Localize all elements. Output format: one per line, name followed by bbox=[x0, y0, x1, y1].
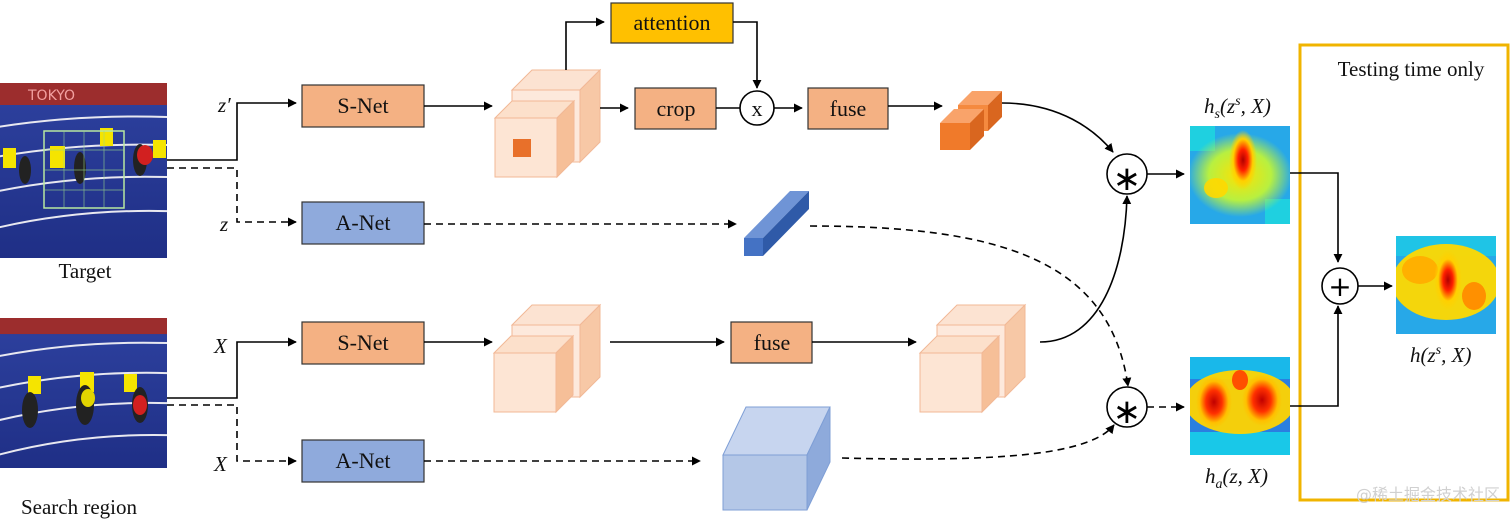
testing-time-box bbox=[1298, 43, 1510, 502]
plus-symbol: + bbox=[1328, 270, 1351, 303]
target-to-anet-line bbox=[167, 167, 297, 227]
fused-feature-search bbox=[918, 303, 1027, 414]
multiply-symbol: x bbox=[752, 96, 763, 121]
anet-feature-search bbox=[722, 406, 831, 511]
z-prime-label: z′ bbox=[217, 93, 231, 117]
fuse-bottom-block: fuse bbox=[730, 321, 813, 364]
svg-text:ha(z, X): ha(z, X) bbox=[1205, 464, 1268, 492]
anet-feature-top bbox=[744, 191, 809, 256]
curve-anet-to-corr-bottom bbox=[809, 225, 1132, 387]
correlation-bottom-symbol: ∗ bbox=[1113, 392, 1142, 432]
ha-label: ha(z, X) bbox=[1205, 464, 1268, 492]
plus-operator: + bbox=[1321, 267, 1359, 305]
svg-text:TOKYO: TOKYO bbox=[27, 88, 75, 104]
anet-top-block: A-Net bbox=[301, 201, 425, 245]
fused-feature-top bbox=[940, 91, 1002, 150]
x-label-bottom: X bbox=[213, 452, 228, 476]
multiply-operator: x bbox=[739, 90, 775, 126]
fuse-bottom-label: fuse bbox=[754, 330, 791, 355]
target-label: Target bbox=[59, 259, 112, 283]
fuse-top-block: fuse bbox=[807, 87, 889, 130]
heatmap-hs bbox=[1190, 126, 1290, 224]
target-to-snet-line bbox=[167, 98, 297, 161]
correlation-top-symbol: ∗ bbox=[1113, 159, 1142, 199]
search-region-label: Search region bbox=[21, 495, 138, 519]
curve-search-to-corr-top bbox=[1039, 195, 1132, 343]
hs-label: hs(zs, X) bbox=[1204, 94, 1271, 122]
fuse-top-label: fuse bbox=[830, 96, 867, 121]
feature-cube-search bbox=[492, 303, 602, 414]
feature-cube-top bbox=[493, 68, 602, 179]
heatmap-h bbox=[1396, 236, 1496, 334]
anet-bottom-label: A-Net bbox=[336, 448, 391, 473]
correlation-top-operator: ∗ bbox=[1106, 153, 1148, 199]
svg-text:h(zs, X): h(zs, X) bbox=[1410, 343, 1471, 367]
anet-bottom-block: A-Net bbox=[301, 439, 425, 483]
anet-top-label: A-Net bbox=[336, 210, 391, 235]
search-to-snet-line bbox=[167, 337, 297, 399]
snet-top-label: S-Net bbox=[337, 93, 388, 118]
svg-text:hs(zs, X): hs(zs, X) bbox=[1204, 94, 1271, 122]
snet-bottom-block: S-Net bbox=[301, 321, 425, 365]
h-label: h(zs, X) bbox=[1410, 343, 1471, 367]
snet-top-block: S-Net bbox=[301, 84, 425, 128]
heatmap-ha bbox=[1190, 357, 1290, 455]
crop-label: crop bbox=[656, 96, 695, 121]
search-to-anet-line bbox=[167, 404, 297, 466]
z-label: z bbox=[219, 212, 228, 236]
curve-fused-to-corr-top bbox=[1001, 102, 1114, 153]
snet-bottom-label: S-Net bbox=[337, 330, 388, 355]
curve-anet-search-to-corr-bottom bbox=[841, 424, 1115, 460]
target-image: TOKYO bbox=[0, 83, 167, 258]
attention-block: attention bbox=[610, 2, 734, 44]
watermark: @稀土掘金技术社区 bbox=[1356, 485, 1500, 504]
testing-time-label: Testing time only bbox=[1338, 57, 1485, 81]
x-label-top: X bbox=[213, 334, 228, 358]
attention-label: attention bbox=[634, 10, 711, 35]
crop-block: crop bbox=[634, 87, 717, 130]
search-region-image bbox=[0, 318, 167, 468]
correlation-bottom-operator: ∗ bbox=[1106, 386, 1148, 432]
